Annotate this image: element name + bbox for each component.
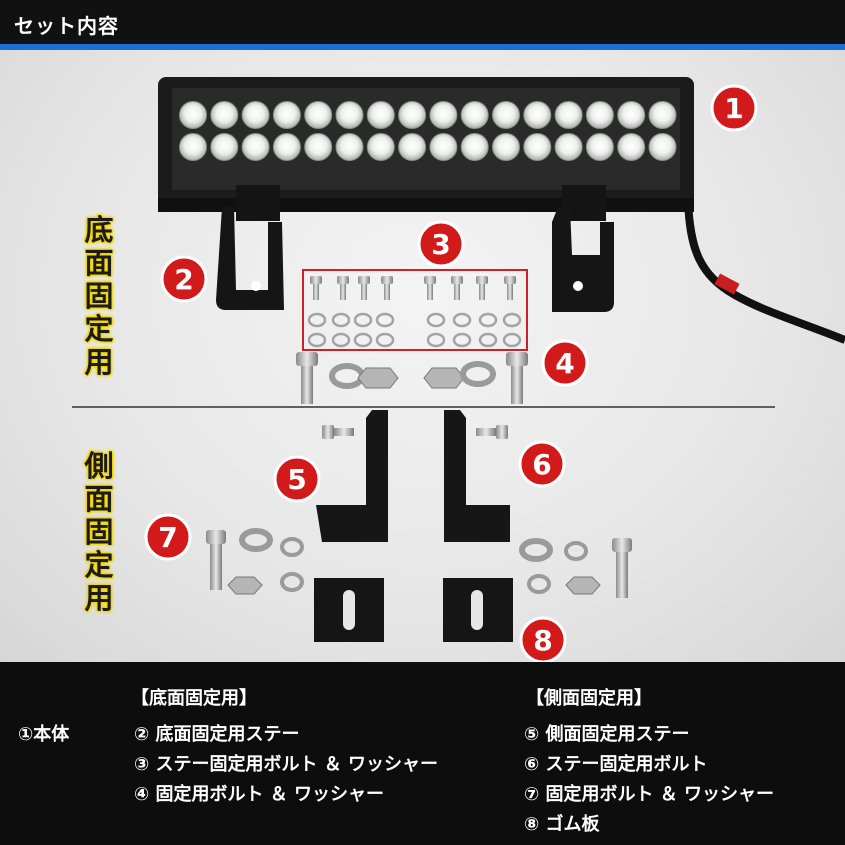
legend-item-2: ② 底面固定用ステー [134,724,300,745]
side-stay-brackets [316,410,510,542]
mounting-bolts-washers [296,352,528,404]
legend-item-6: ⑥ ステー固定用ボルト [524,754,708,775]
badge-8: 8 [519,616,567,662]
main-body-item: ①本体 [18,724,70,745]
legend-item-8: ⑧ ゴム板 [524,814,600,835]
rubber-pads [314,578,513,642]
badge-5: 5 [273,455,321,503]
page-title: セット内容 [14,14,119,38]
side-mount-label: 側面固定用 [84,449,114,615]
legend-item-4: ④ 固定用ボルト ＆ ワッシャー [134,784,385,805]
light-bar-body [158,77,845,344]
badge-2: 2 [160,255,208,303]
svg-text:2: 2 [174,263,193,296]
svg-text:4: 4 [555,347,574,380]
legend-item-3: ③ ステー固定用ボルト ＆ ワッシャー [134,754,439,775]
bottom-mount-heading: 【底面固定用】 [131,688,257,709]
svg-text:8: 8 [533,624,552,657]
number-badges: 1 2 3 4 5 6 7 8 [144,84,758,662]
small-hardware-frame [302,269,528,351]
header-bar: セット内容 [0,0,845,50]
badge-3: 3 [417,220,465,268]
svg-text:7: 7 [158,521,177,554]
header-accent-stripe [0,44,845,50]
bottom-mount-label: 底面固定用 [84,213,114,379]
product-photo: 1 2 3 4 5 6 7 8 底面固定用 側面固定用 [0,50,845,662]
badge-6: 6 [518,440,566,488]
svg-text:6: 6 [532,448,551,481]
svg-text:3: 3 [431,228,450,261]
legend-item-7: ⑦ 固定用ボルト ＆ ワッシャー [524,784,775,805]
contents-legend: 【底面固定用】 【側面固定用】 ①本体 ② 底面固定用ステー ③ ステー固定用ボ… [0,662,845,845]
svg-text:1: 1 [724,92,743,125]
badge-1: 1 [710,84,758,132]
svg-text:5: 5 [287,463,306,496]
led-array [179,101,677,161]
product-illustration: 1 2 3 4 5 6 7 8 [72,77,845,662]
side-mount-heading: 【側面固定用】 [526,688,652,709]
small-bolts-washers [307,276,522,348]
side-bolts-washers [206,528,632,598]
bottom-stay-brackets [216,207,614,312]
legend-item-5: ⑤ 側面固定用ステー [524,724,690,745]
badge-7: 7 [144,513,192,561]
badge-4: 4 [541,339,589,387]
